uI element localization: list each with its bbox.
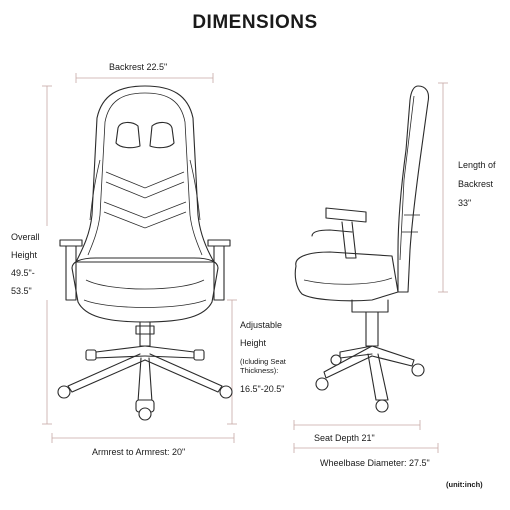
overall-height-label-line2: Height: [11, 250, 38, 260]
overall-height-dimension: [42, 85, 52, 425]
wheelbase-label: Wheelbase Diameter: 27.5": [320, 458, 430, 468]
seat-height-label-line2: Height: [240, 338, 267, 348]
unit-note: (unit:inch): [446, 480, 483, 489]
backrest-length-label-line1: Length of: [458, 160, 496, 170]
side-caster-wheels: [315, 354, 425, 413]
chair-front-view: [57, 85, 233, 421]
backrest-width-dimension: [75, 73, 214, 83]
armrest-width-label: Armrest to Armrest: 20": [92, 447, 186, 457]
seat-height-label-line5: 16.5"-20.5": [240, 384, 285, 394]
seat-height-label-line3: (Icluding Seat: [240, 357, 286, 366]
overall-height-label-line3: 49.5"-: [11, 268, 35, 278]
seat-depth-dimension: [293, 420, 421, 430]
overall-height-label-line4: 53.5": [11, 286, 32, 296]
backrest-width-label: Backrest 22.5": [109, 62, 168, 72]
seat-height-label-line1: Adjustable: [240, 320, 283, 330]
backrest-length-label-line2: Backrest: [458, 179, 494, 189]
backrest-length-dimension: [438, 82, 448, 293]
backrest-length-label-line3: 33": [458, 198, 472, 208]
overall-height-label-line1: Overall: [11, 232, 40, 242]
page-title: DIMENSIONS: [192, 12, 318, 33]
seat-height-dimension: [227, 299, 237, 425]
seat-height-label-line4: Thickness):: [240, 366, 279, 375]
seat-depth-label: Seat Depth 21": [314, 433, 375, 443]
armrest-width-dimension: [51, 433, 235, 443]
chair-side-view: [294, 85, 430, 413]
wheelbase-dimension: [293, 443, 439, 453]
caster-wheels: [57, 349, 233, 421]
